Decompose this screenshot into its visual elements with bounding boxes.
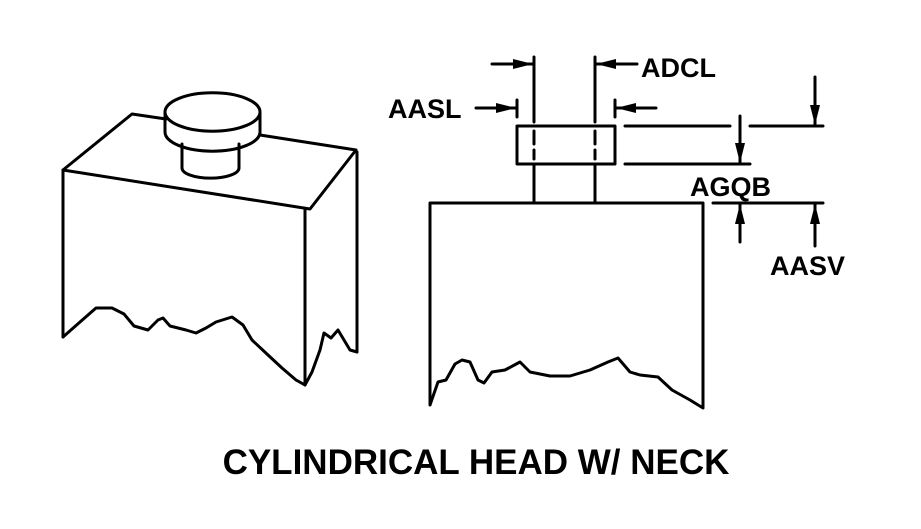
block-top-face — [61, 112, 358, 211]
head-outline — [515, 124, 617, 166]
isometric-view — [61, 91, 359, 387]
block-broken-edge — [61, 306, 359, 387]
head-cylinder — [163, 91, 262, 153]
label-aasv: AASV — [770, 251, 845, 281]
body-outline — [428, 201, 705, 410]
diagram-title: CYLINDRICAL HEAD W/ NECK — [223, 443, 730, 482]
hidden-neck-lines — [532, 129, 597, 161]
aasl-ticks — [515, 98, 617, 119]
orthographic-view: ADCL AASL AGQB AASV — [388, 53, 845, 410]
neck-cylinder — [180, 142, 241, 180]
label-adcl: ADCL — [641, 53, 716, 83]
neck-outline — [532, 162, 597, 205]
agqb-extension-lines — [623, 124, 825, 205]
adcl-extension-lines — [532, 55, 597, 124]
label-aasl: AASL — [388, 94, 462, 124]
label-agqb: AGQB — [690, 172, 771, 202]
